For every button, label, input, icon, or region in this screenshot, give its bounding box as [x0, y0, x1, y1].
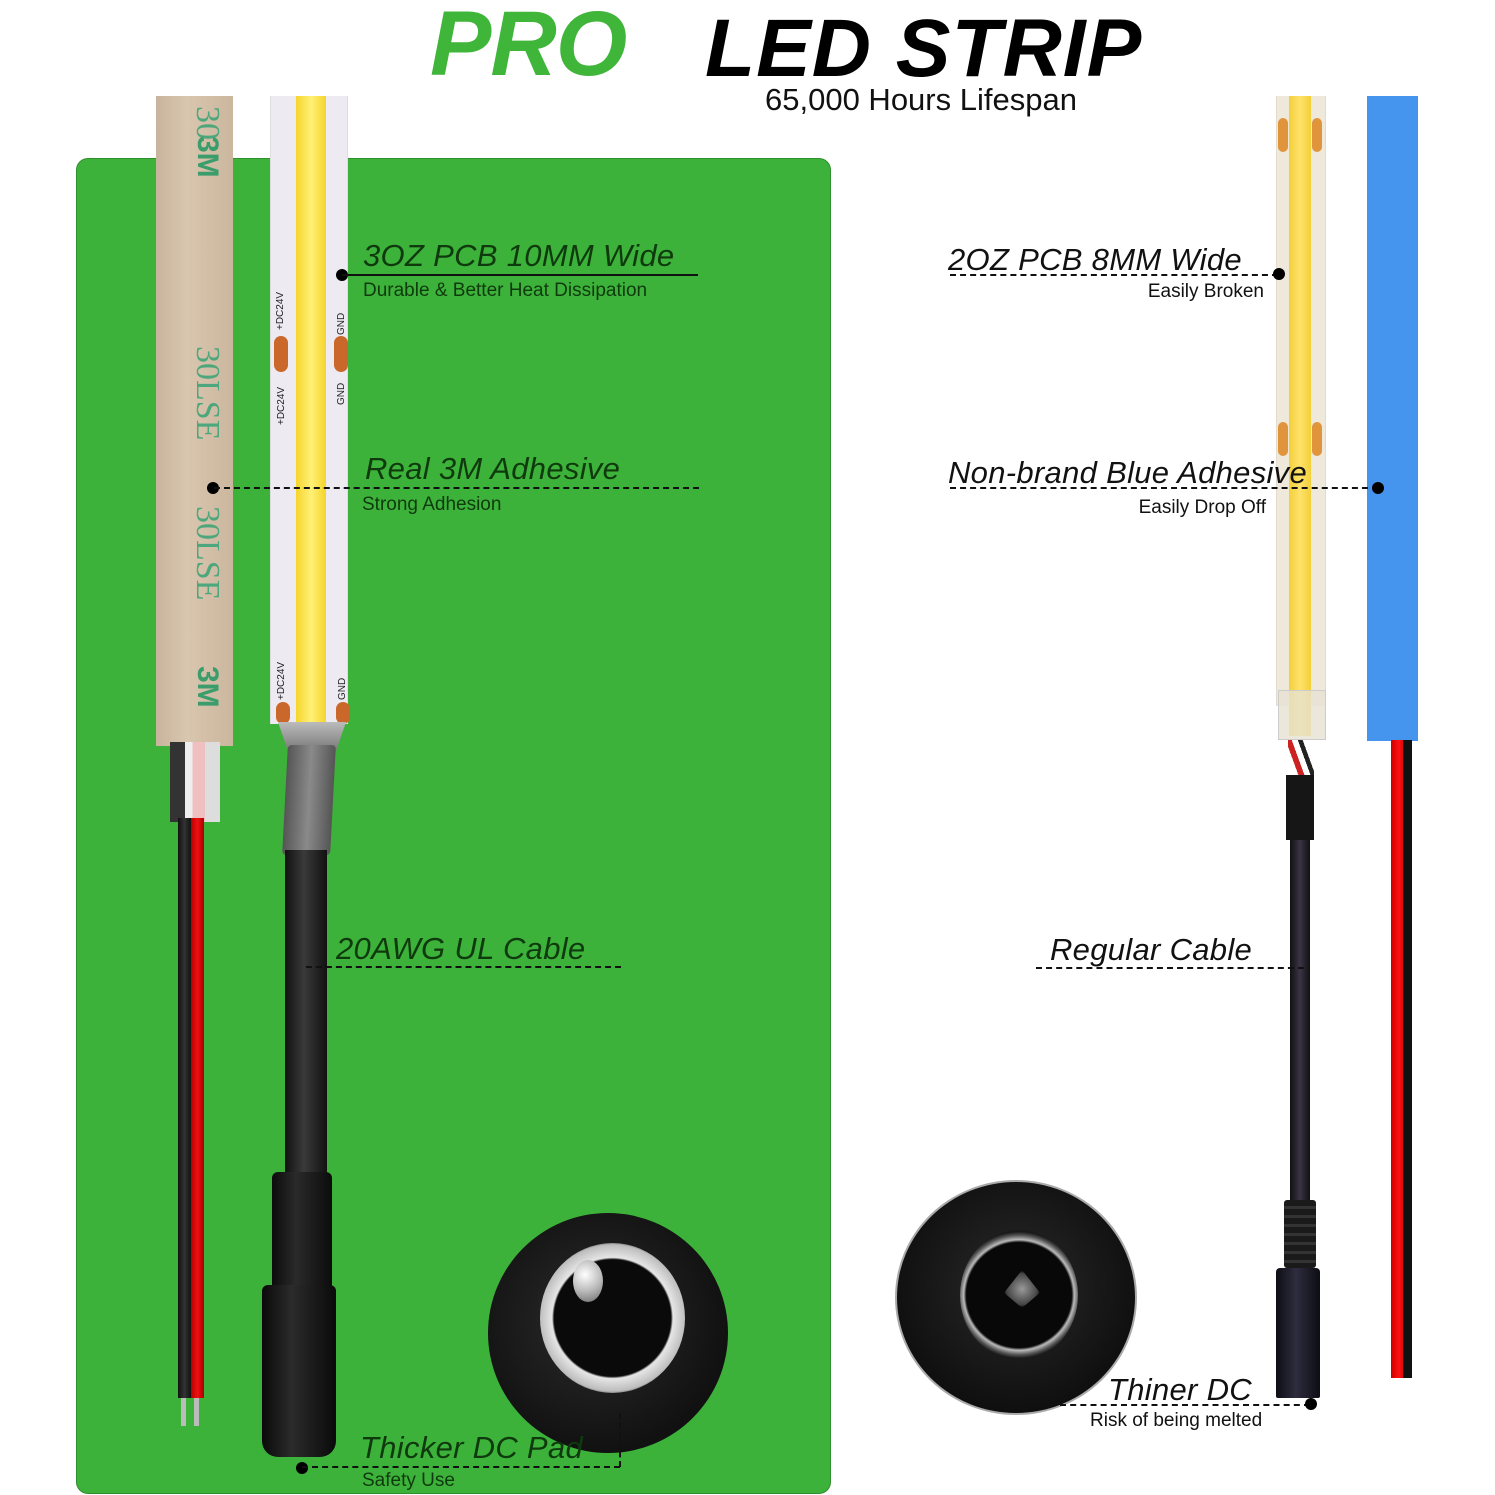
callout-dot — [207, 482, 219, 494]
title-led-strip: LED STRIP — [705, 3, 1143, 94]
callout-cable-title: Regular Cable — [1050, 932, 1253, 967]
callout-pcb-title: 3OZ PCB 10MM Wide — [363, 238, 675, 273]
callout-dc-subtitle: Safety Use — [362, 1470, 455, 1491]
solder-pad-ground-end — [336, 702, 350, 724]
pad-label-positive: +DC24V — [276, 386, 287, 425]
regular-strip-end-cap — [1278, 690, 1326, 740]
callout-line — [306, 966, 621, 968]
tape-print-top: 30 — [189, 106, 226, 140]
regular-led-cob-line — [1289, 96, 1311, 736]
pad-label-positive: +DC24V — [275, 291, 286, 330]
callout-line — [342, 274, 698, 276]
solder-pad-ground — [334, 336, 348, 372]
regular-solder-pad — [1278, 422, 1288, 456]
callout-line — [214, 487, 699, 489]
red-wire — [191, 818, 204, 1398]
20awg-cable — [285, 850, 327, 1180]
regular-exposed-wires — [1288, 740, 1314, 780]
callout-adhesive-subtitle: Easily Drop Off — [1138, 497, 1266, 518]
regular-heatshrink — [1286, 775, 1314, 840]
3m-adhesive-tape: 30 3M 30LSE 30LSE 3M — [156, 96, 233, 746]
solder-pad-positive — [274, 336, 288, 372]
callout-dc-subtitle: Risk of being melted — [1090, 1410, 1263, 1431]
black-wire — [178, 818, 191, 1398]
callout-cable-title: 20AWG UL Cable — [336, 931, 586, 966]
callout-dot — [296, 1462, 308, 1474]
socket-pin — [573, 1260, 603, 1302]
cable-heatshrink — [282, 745, 336, 855]
regular-solder-pad — [1278, 118, 1288, 152]
callout-adhesive-title: Real 3M Adhesive — [365, 451, 621, 486]
callout-line — [950, 487, 1378, 489]
regular-solder-pad — [1312, 422, 1322, 456]
3m-logo: 3M — [191, 136, 224, 178]
callout-dot — [1305, 1398, 1317, 1410]
dc-connector-neck — [272, 1172, 332, 1292]
callout-line — [1060, 1404, 1310, 1406]
wire-tip — [181, 1398, 186, 1426]
solder-pad-positive-end — [276, 702, 290, 724]
callout-dot — [1372, 482, 1384, 494]
wire-tip — [194, 1398, 199, 1426]
callout-line-vertical — [619, 1413, 621, 1467]
regular-dc-neck — [1284, 1200, 1316, 1268]
regular-cable — [1290, 840, 1310, 1210]
callout-line — [302, 1466, 620, 1468]
dc-connector-thick — [262, 1285, 336, 1457]
callout-pcb-title: 2OZ PCB 8MM Wide — [948, 242, 1242, 277]
callout-line — [1036, 967, 1304, 969]
black-wire — [1403, 740, 1412, 1378]
pad-label-ground: GND — [336, 312, 347, 335]
thin-dc-connector — [1276, 1268, 1320, 1398]
pad-label-ground: GND — [337, 677, 348, 700]
blue-adhesive-tape — [1367, 96, 1418, 741]
pro-led-cob-line — [296, 96, 326, 736]
3m-logo-bottom: 3M — [191, 666, 224, 708]
regular-solder-pad — [1312, 118, 1322, 152]
callout-adhesive-subtitle: Strong Adhesion — [362, 494, 502, 515]
callout-dot — [1273, 268, 1285, 280]
tape-print-mid: 30LSE — [189, 346, 226, 441]
pad-label-ground: GND — [336, 382, 347, 405]
title-pro: PRO — [430, 0, 627, 95]
callout-dc-title: Thicker DC Pad — [360, 1430, 583, 1465]
lifespan-subtitle: 65,000 Hours Lifespan — [765, 82, 1077, 117]
wire-sleeve — [170, 742, 220, 822]
callout-adhesive-title: Non-brand Blue Adhesive — [948, 455, 1308, 490]
callout-line — [950, 274, 1278, 276]
socket-metal-ring — [540, 1243, 685, 1393]
callout-dc-title: Thiner DC — [1108, 1372, 1252, 1407]
pad-label-positive: +DC24V — [276, 661, 287, 700]
callout-pcb-subtitle: Easily Broken — [1147, 281, 1264, 302]
tape-print-low: 30LSE — [189, 506, 226, 601]
callout-pcb-subtitle: Durable & Better Heat Dissipation — [363, 280, 648, 301]
